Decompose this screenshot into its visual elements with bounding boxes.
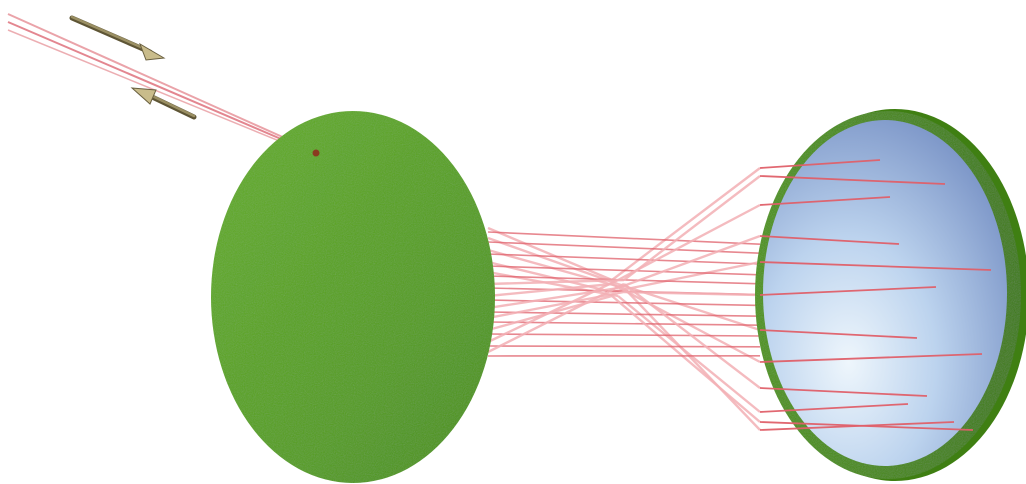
laser-ray [623,175,761,281]
laser-ray [487,278,625,286]
laser-ray [759,261,992,271]
laser-ray [487,345,761,348]
laser-ray [487,282,613,298]
laser-ray [611,260,761,294]
laser-ray [611,282,761,364]
laser-ray [759,286,937,296]
outgoing-arrow-icon [130,87,197,120]
laser-ray [617,234,761,290]
laser-ray [759,235,900,245]
beam-entry-spot [312,149,320,157]
laser-ray [759,159,881,169]
laser-ray [487,321,761,326]
laser-ray [759,421,974,431]
laser-ray [623,290,761,297]
laser-ray [487,333,761,337]
laser-ray [759,353,983,363]
laser-ray [487,253,761,265]
laser-ray [617,203,761,282]
output-mirror [755,109,1026,481]
incoming-beam-ray [7,13,317,153]
reflected-ray-bundle [487,167,761,431]
laser-ray [759,387,928,397]
laser-ray [759,175,946,185]
incoming-beam [7,13,317,157]
input-mirror [211,111,495,483]
laser-ray [759,196,891,206]
laser-ray [487,226,613,282]
laser-ray [487,311,761,317]
laser-ray [617,295,761,413]
laser-ray [759,329,918,339]
laser-ray [487,231,761,245]
reflected-ray-front [759,159,992,431]
laser-ray [487,265,761,276]
laser-ray [759,403,909,413]
laser-ray [487,282,625,354]
laser-ray [623,287,761,431]
output-mirror-surface [763,120,1007,466]
incoming-arrow-icon [69,15,166,61]
input-mirror-body [211,111,495,483]
incoming-beam-ray [7,21,317,155]
laser-ray [611,167,761,281]
laser-ray [487,278,619,344]
laser-ray [487,236,619,286]
laser-ray [623,283,761,389]
input-arrows [69,15,197,120]
incoming-beam-ray [7,29,317,157]
laser-ray [611,295,761,423]
